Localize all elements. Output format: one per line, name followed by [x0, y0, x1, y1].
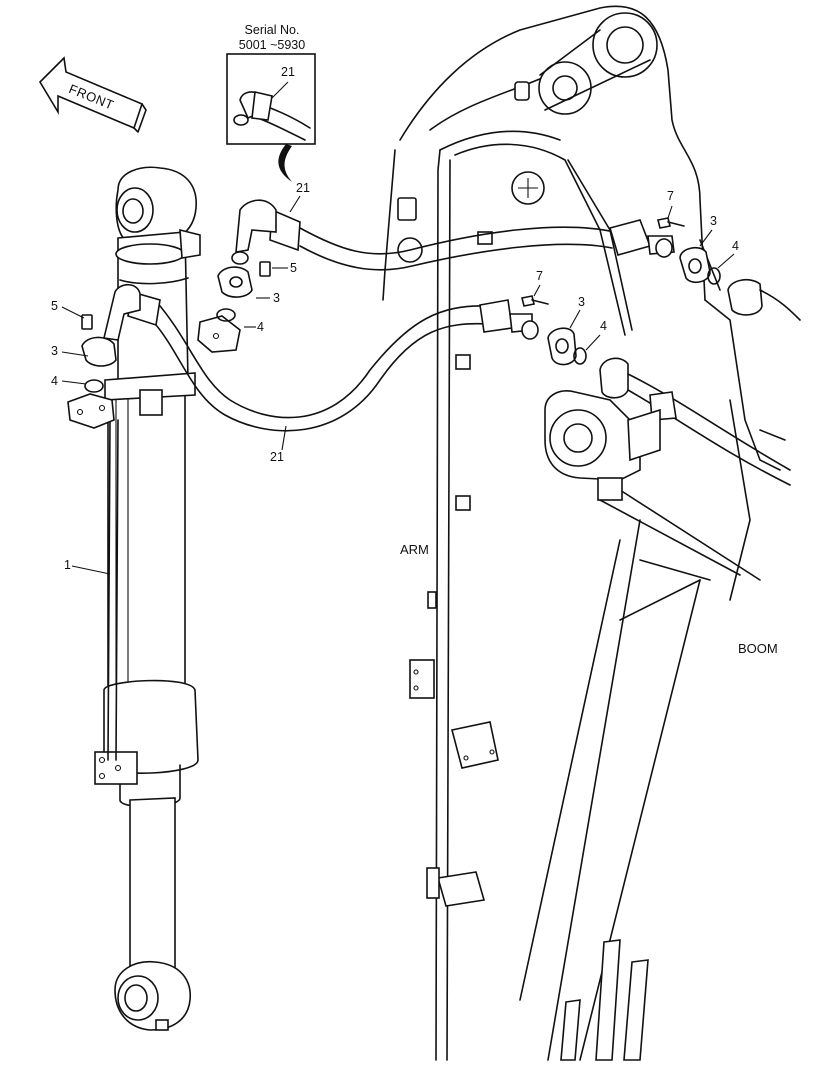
leader-lines [61, 81, 735, 575]
callout-5-left: 5 [51, 299, 58, 313]
boom-label: BOOM [738, 641, 778, 656]
callout-5-mid: 5 [290, 261, 297, 275]
serial-inset-box [226, 53, 316, 182]
callout-7-lower: 7 [536, 269, 543, 283]
callout-4-lower: 4 [600, 319, 607, 333]
callout-21-top: 21 [296, 181, 310, 195]
hydraulic-hoses [103, 199, 801, 486]
arm-cylinder [94, 166, 201, 1031]
callout-3-mid: 3 [273, 291, 280, 305]
arm-label: ARM [400, 542, 429, 557]
callout-3-lower: 3 [578, 295, 585, 309]
callout-4-upper: 4 [732, 239, 739, 253]
callout-4-mid: 4 [257, 320, 264, 334]
boom-structure [382, 5, 786, 1061]
callout-21-bottom: 21 [270, 450, 284, 464]
serial-range: 5001 ~5930 [238, 38, 306, 52]
callout-7-upper: 7 [667, 189, 674, 203]
callout-1: 1 [64, 558, 71, 572]
callout-4-left: 4 [51, 374, 58, 388]
callout-3-left: 3 [51, 344, 58, 358]
left-small-parts [67, 261, 271, 429]
serial-title: Serial No. [244, 23, 300, 37]
front-arrow-icon [38, 56, 147, 133]
callout-21-inset: 21 [281, 65, 295, 79]
callout-3-upper: 3 [710, 214, 717, 228]
